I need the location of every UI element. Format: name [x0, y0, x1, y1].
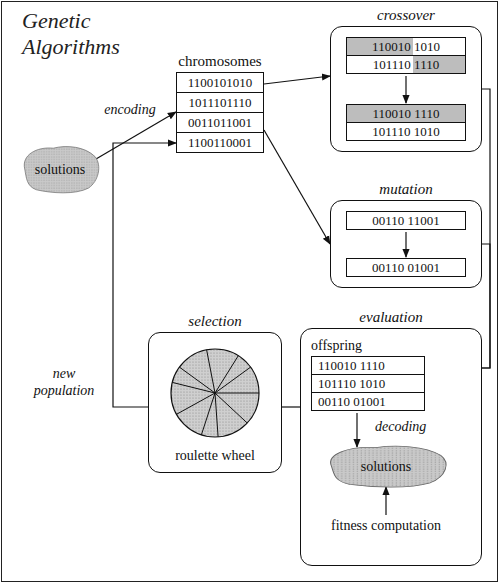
bit-table: 110010 1010101110 1110 — [346, 37, 466, 74]
decoding-label: decoding — [375, 411, 471, 443]
bit-string: 1100101010 — [177, 73, 263, 93]
bit-string: 101110 1010 — [312, 375, 424, 393]
bit-string: 00110 11001 — [347, 212, 465, 229]
flow-connector — [96, 112, 176, 159]
bit-table: 110010 1110101110 1010 — [346, 104, 466, 141]
roulette-wheel — [165, 343, 265, 443]
bit-string: 1100110001 — [177, 133, 263, 152]
flow-connector — [264, 76, 330, 84]
fitness-arrow — [385, 487, 386, 515]
flow-connector — [482, 244, 490, 368]
spacer — [331, 74, 481, 104]
blob-label: solutions — [361, 458, 412, 475]
process-box: evaluationoffspring110010 1110101110 101… — [300, 328, 482, 566]
edge-label: new population — [23, 365, 105, 399]
inner-slot: solutions — [321, 443, 471, 489]
stage-heading: chromosomes — [147, 52, 293, 70]
bit-string: 00110 01001 — [312, 393, 424, 410]
step-arrow — [405, 232, 406, 257]
solutions-blob: solutions — [321, 443, 451, 489]
blob-label: solutions — [35, 161, 86, 178]
decoding-arrow — [356, 413, 357, 447]
process-box: crossover110010 1010101110 1110110010 11… — [330, 26, 482, 152]
flow-connector — [282, 406, 300, 407]
bit-string: 110010 1110 — [312, 357, 424, 375]
flow-connector — [482, 89, 490, 368]
bit-string: 110010 1010 — [347, 38, 465, 56]
process-box: chromosomes11001010101011101110001101100… — [176, 72, 264, 153]
decoding-row: decoding — [311, 411, 471, 443]
stage-heading: crossover — [301, 6, 499, 24]
step-arrow — [405, 76, 406, 103]
process-box: mutation00110 1100100110 01001 — [330, 200, 482, 288]
flow-connector — [264, 130, 330, 244]
flow-connector — [113, 143, 176, 407]
bit-string: 0011011001 — [177, 113, 263, 133]
bit-string: 101110 1010 — [347, 123, 465, 140]
wheel-caption: roulette wheel — [149, 447, 281, 464]
edge-label: encoding — [102, 101, 157, 118]
bit-table: 00110 11001 — [346, 211, 466, 230]
stage-heading: mutation — [301, 180, 499, 198]
stage-heading: selection — [119, 312, 311, 330]
bit-string: 00110 01001 — [347, 259, 465, 276]
bit-string: 110010 1110 — [347, 105, 465, 123]
wheel-drawing — [165, 343, 265, 443]
bit-string: 1011101110 — [177, 93, 263, 113]
diagram-title: Genetic Algorithms — [22, 8, 147, 60]
process-box: selectionroulette wheel — [148, 332, 282, 473]
stage-heading: evaluation — [271, 308, 499, 326]
bit-table: 110010 1110101110 101000110 01001 — [311, 356, 425, 411]
bit-table: 00110 01001 — [346, 258, 466, 277]
offspring-caption: offspring — [311, 337, 471, 354]
bit-string: 101110 1110 — [347, 56, 465, 73]
fitness-caption: fitness computation — [311, 517, 461, 534]
spacer — [331, 230, 481, 258]
solutions-blob: solutions — [18, 143, 102, 195]
